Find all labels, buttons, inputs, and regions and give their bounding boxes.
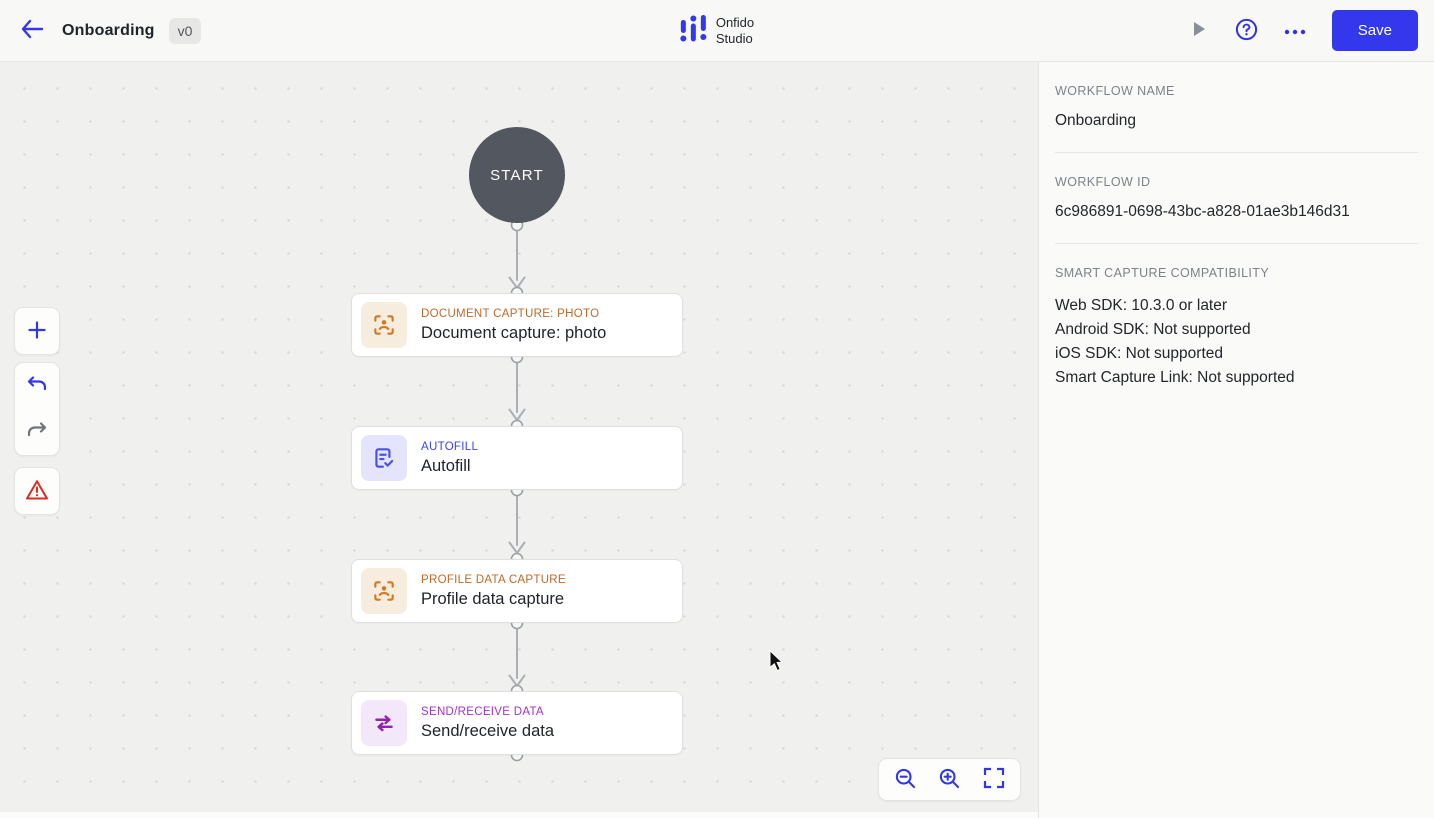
add-node-icon	[27, 320, 47, 343]
app-logo-text: Onfido Studio	[716, 15, 754, 48]
workflow-canvas[interactable]: START DOCUMENT CAPTURE: PHOTO Document c…	[0, 62, 1038, 818]
compatibility-line: Android SDK: Not supported	[1055, 321, 1251, 338]
workflow-name-value: Onboarding	[1055, 112, 1137, 129]
redo-icon	[26, 421, 48, 444]
node-category: AUTOFILL	[421, 440, 479, 453]
autofill-icon	[361, 435, 407, 481]
start-node-label: START	[490, 166, 544, 184]
warnings-card	[14, 467, 60, 515]
back-button[interactable]	[16, 15, 48, 46]
overflow-menu-icon	[1284, 23, 1306, 38]
workflow-title: Onboarding	[62, 21, 155, 39]
panel-divider	[1055, 152, 1418, 153]
node-category: DOCUMENT CAPTURE: PHOTO	[421, 307, 600, 320]
help-icon	[1235, 18, 1258, 44]
zoom-out-button[interactable]	[885, 761, 925, 799]
node-text: DOCUMENT CAPTURE: PHOTO Document capture…	[421, 308, 606, 343]
panel-divider	[1055, 243, 1418, 244]
node-title: Profile data capture	[421, 589, 565, 608]
node-text: AUTOFILL Autofill	[421, 441, 478, 476]
fit-view-icon	[983, 767, 1005, 792]
node-profile-data-capture[interactable]: PROFILE DATA CAPTURE Profile data captur…	[351, 559, 683, 623]
document-capture-icon	[361, 302, 407, 348]
mouse-cursor	[768, 649, 784, 677]
top-bar: Onboarding v0 Onfido Studio	[0, 0, 1434, 62]
node-autofill[interactable]: AUTOFILL Autofill	[351, 426, 683, 490]
topbar-left: Onboarding v0	[16, 15, 202, 46]
profile-data-capture-icon	[361, 568, 407, 614]
logo-line-2: Studio	[715, 31, 753, 46]
zoom-in-icon	[938, 767, 961, 793]
logo-line-1: Onfido	[715, 14, 755, 30]
node-text: PROFILE DATA CAPTURE Profile data captur…	[421, 574, 566, 609]
node-text: SEND/RECEIVE DATA Send/receive data	[421, 706, 554, 741]
undo-icon	[26, 375, 48, 398]
undo-button[interactable]	[15, 363, 59, 409]
node-category: PROFILE DATA CAPTURE	[421, 573, 566, 586]
node-title: Autofill	[421, 456, 471, 475]
node-send-receive-data[interactable]: SEND/RECEIVE DATA Send/receive data	[351, 691, 683, 755]
compatibility-line: Web SDK: 10.3.0 or later	[1055, 297, 1228, 314]
compatibility-line: iOS SDK: Not supported	[1055, 345, 1223, 362]
app-logo: Onfido Studio	[680, 0, 754, 62]
onfido-logo-icon	[680, 13, 707, 50]
back-arrow-icon	[20, 19, 44, 42]
version-badge: v0	[168, 17, 202, 44]
node-title: Document capture: photo	[421, 323, 607, 342]
workflow-details-panel: WORKFLOW NAME Onboarding WORKFLOW ID 6c9…	[1038, 62, 1434, 818]
compatibility-list: Web SDK: 10.3.0 or later Android SDK: No…	[1055, 294, 1418, 390]
main-area: START DOCUMENT CAPTURE: PHOTO Document c…	[0, 62, 1434, 818]
validation-warning-icon	[25, 479, 49, 504]
save-button[interactable]: Save	[1331, 10, 1418, 51]
help-button[interactable]	[1230, 14, 1264, 48]
node-title: Send/receive data	[421, 721, 555, 740]
smart-capture-compatibility-label: SMART CAPTURE COMPATIBILITY	[1055, 266, 1270, 280]
node-category: SEND/RECEIVE DATA	[421, 705, 544, 718]
zoom-in-button[interactable]	[929, 761, 969, 799]
play-icon	[1192, 21, 1206, 40]
redo-button[interactable]	[15, 409, 59, 455]
start-node[interactable]: START	[469, 127, 565, 223]
add-node-button[interactable]	[15, 308, 59, 354]
run-preview-button[interactable]	[1182, 14, 1216, 48]
history-card	[14, 362, 60, 456]
send-receive-icon	[361, 700, 407, 746]
fit-view-button[interactable]	[974, 761, 1014, 799]
overflow-menu-button[interactable]	[1278, 14, 1312, 48]
add-node-card	[14, 307, 60, 355]
workflow-id-value: 6c986891-0698-43bc-a828-01ae3b146d31	[1055, 203, 1350, 220]
zoom-out-icon	[894, 767, 917, 793]
workflow-id-label: WORKFLOW ID	[1055, 175, 1151, 189]
validation-warnings-button[interactable]	[15, 468, 59, 514]
topbar-right: Save	[1182, 10, 1418, 51]
compatibility-line: Smart Capture Link: Not supported	[1055, 369, 1295, 386]
zoom-toolbar	[878, 758, 1021, 801]
node-document-capture[interactable]: DOCUMENT CAPTURE: PHOTO Document capture…	[351, 293, 683, 357]
workflow-name-label: WORKFLOW NAME	[1055, 84, 1175, 98]
